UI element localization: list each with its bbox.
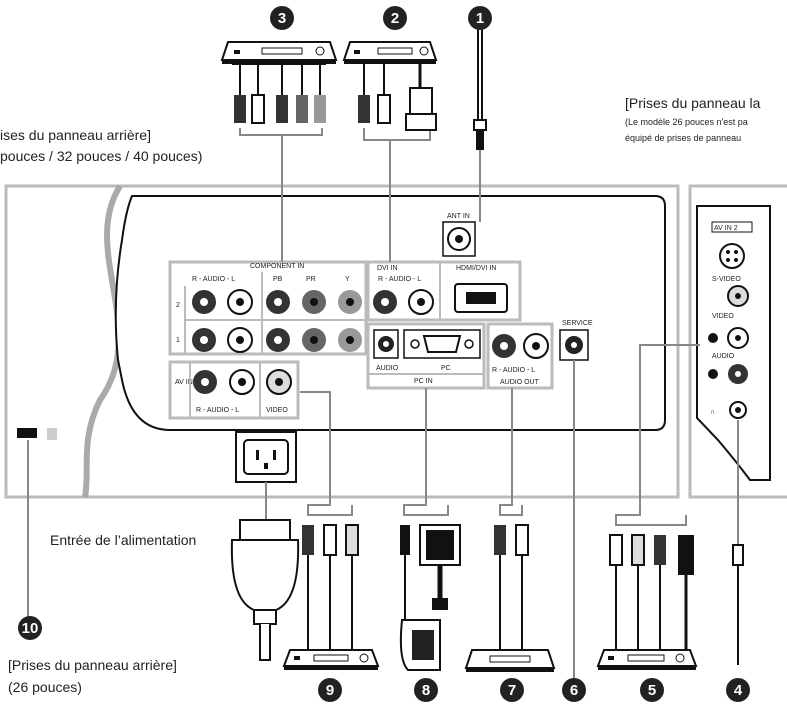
side-panel-caption-3: équipé de prises de panneau — [625, 133, 741, 143]
power-input-caption: Entrée de l’alimentation — [50, 532, 196, 548]
rear-panel-caption-1: ises du panneau arrière] — [0, 127, 151, 143]
pc-audio-label: AUDIO — [376, 365, 399, 372]
row2-label: 2 — [176, 302, 180, 309]
rear-26-caption-2: (26 pouces) — [8, 679, 82, 695]
pb-label: PB — [273, 276, 283, 283]
dvi-hdmi-box — [366, 260, 522, 322]
av-in2-label: AV IN 2 — [714, 225, 738, 232]
kensington-slot — [17, 428, 37, 438]
component-jacks — [192, 289, 362, 353]
s-video-label: S-VIDEO — [712, 276, 741, 283]
audio-out-rl-label: R - AUDIO - L — [492, 367, 535, 374]
callout-8: 8 — [414, 678, 438, 702]
connection-lines — [27, 128, 739, 680]
headphone-plug — [732, 544, 744, 665]
callout-7: 7 — [500, 678, 524, 702]
svg-text:1: 1 — [476, 10, 484, 27]
callout-10: 10 — [18, 616, 42, 640]
callout-9: 9 — [318, 678, 342, 702]
component-in-label: COMPONENT IN — [250, 263, 304, 270]
side-audio-label: AUDIO — [712, 353, 735, 360]
callout-2: 2 — [383, 6, 407, 30]
side-video-label: VIDEO — [712, 313, 734, 320]
amp-device — [464, 524, 556, 672]
av-device-cables — [302, 524, 359, 650]
av1-video-label: VIDEO — [266, 407, 288, 414]
dvi-in-label: DVI IN — [377, 265, 398, 272]
side-panel-frame — [688, 184, 787, 499]
component-in-box — [168, 260, 368, 356]
service-label: SERVICE — [562, 320, 593, 327]
ant-in-label: ANT IN — [447, 213, 470, 220]
antenna-cable — [473, 10, 487, 150]
tv-back-curve — [82, 184, 123, 498]
svg-text:3: 3 — [278, 10, 286, 27]
av1-audio-label: R - AUDIO - L — [196, 407, 239, 414]
headphone-icon: ∩ — [710, 409, 715, 416]
pc-device — [399, 524, 461, 671]
svg-text:6: 6 — [570, 682, 578, 699]
row1-label: 1 — [176, 337, 180, 344]
rear-panel-frame — [4, 184, 680, 499]
svg-text:8: 8 — [422, 682, 430, 699]
svg-text:5: 5 — [648, 682, 656, 699]
side-panel-caption-2: (Le modèle 26 pouces n'est pa — [625, 117, 748, 127]
lock-icon — [47, 428, 57, 440]
audio-out-label: AUDIO OUT — [500, 379, 540, 386]
av-in1-box — [168, 360, 300, 420]
component-audio-label: R - AUDIO - L — [192, 276, 235, 283]
pc-label: PC — [441, 365, 451, 372]
component-device — [220, 41, 338, 124]
rear-panel-caption-2: pouces / 32 pouces / 40 pouces) — [0, 148, 202, 164]
svg-text:4: 4 — [734, 682, 743, 699]
callout-4: 4 — [726, 678, 750, 702]
s-video-jack — [719, 243, 745, 269]
svg-text:2: 2 — [391, 10, 399, 27]
power-cord — [230, 519, 300, 661]
audio-out-box — [486, 322, 554, 390]
dvi-device — [342, 41, 438, 131]
callout-1: 1 — [468, 6, 492, 30]
callout-6: 6 — [562, 678, 586, 702]
callout-3: 3 — [270, 6, 294, 30]
callout-5: 5 — [640, 678, 664, 702]
hdmi-dvi-in-label: HDMI/DVI IN — [456, 265, 496, 272]
pc-in-label: PC IN — [414, 378, 433, 385]
av-in1-label: AV IN 1 — [175, 379, 199, 386]
side-av-cables — [609, 534, 694, 650]
svg-text:7: 7 — [508, 682, 516, 699]
dvi-audio-label: R - AUDIO - L — [378, 276, 421, 283]
y-label: Y — [345, 276, 350, 283]
pr-label: PR — [306, 276, 316, 283]
vcr-device — [282, 649, 380, 670]
svg-text:9: 9 — [326, 682, 334, 699]
rear-panel-outline — [114, 195, 666, 431]
side-panel-caption-1: [Prises du panneau la — [625, 95, 761, 111]
svg-text:10: 10 — [22, 620, 39, 637]
rear-26-caption-1: [Prises du panneau arrière] — [8, 657, 177, 673]
camcorder-device — [596, 649, 698, 670]
vga-port — [422, 335, 462, 353]
